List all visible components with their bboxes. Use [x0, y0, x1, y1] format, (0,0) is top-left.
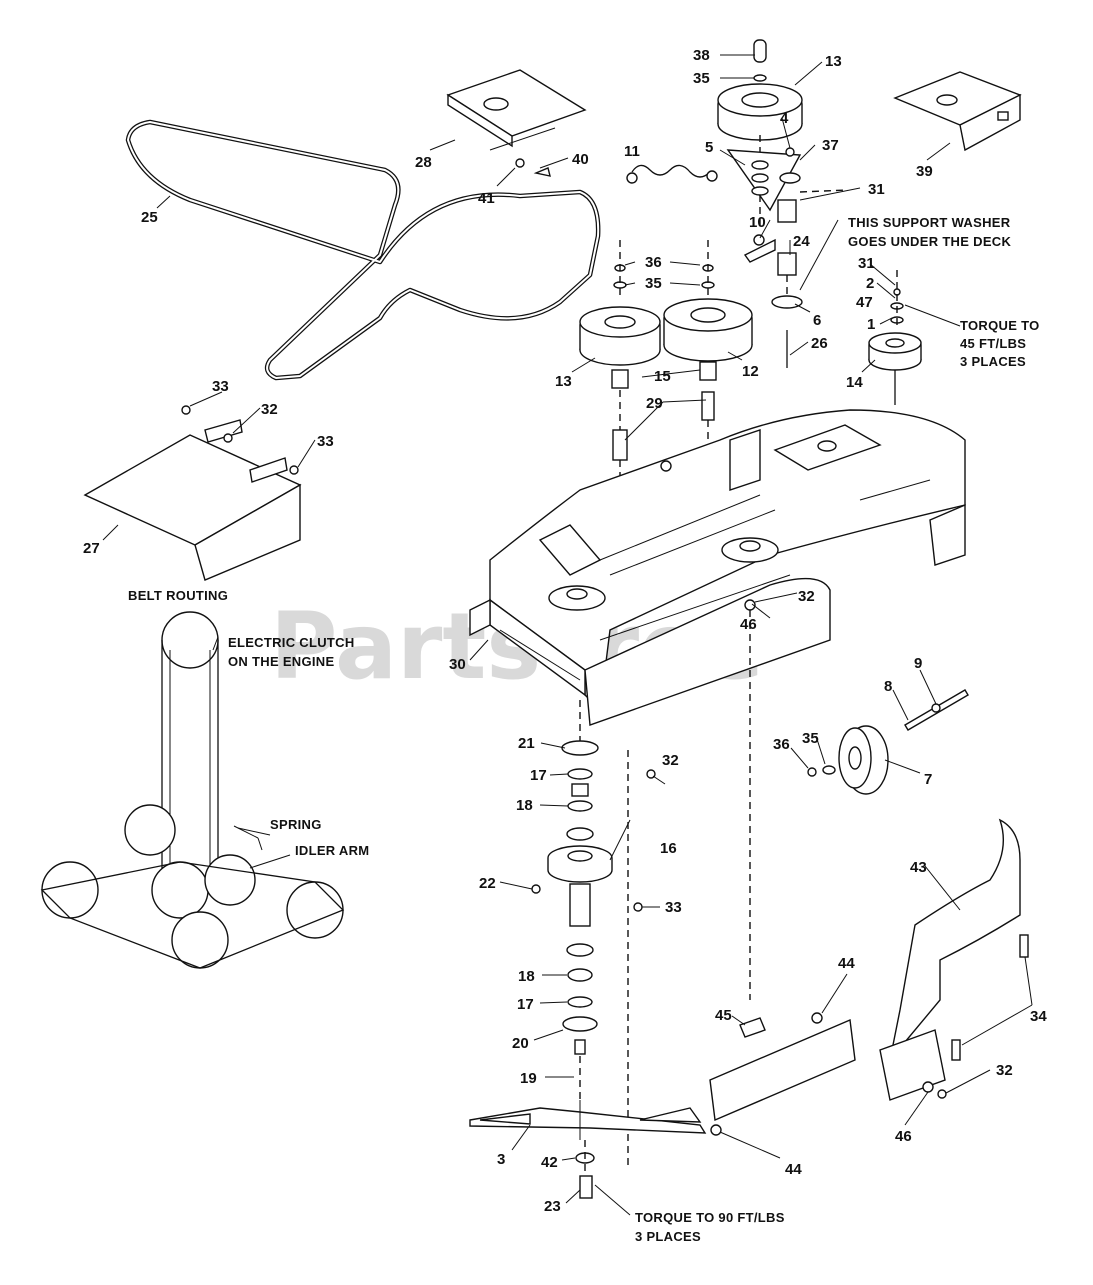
callout-31-lower: 31	[858, 255, 875, 272]
callout-32-shield: 32	[261, 401, 278, 418]
note-belt-routing: BELT ROUTING	[128, 588, 228, 603]
callout-33-spindle: 33	[665, 899, 682, 916]
callout-41: 41	[478, 190, 495, 207]
callout-25: 25	[141, 209, 158, 226]
callout-36-wheel: 36	[773, 736, 790, 753]
callout-13-left: 13	[555, 373, 572, 390]
callout-32-chute: 32	[996, 1062, 1013, 1079]
note-torque-45-line3: 3 PLACES	[960, 354, 1026, 369]
mower-blade	[469, 1100, 707, 1199]
callout-33-shield: 33	[317, 433, 334, 450]
callout-26: 26	[811, 335, 828, 352]
callout-4: 4	[780, 110, 789, 127]
note-support-washer-line1: THIS SUPPORT WASHER	[848, 215, 1011, 230]
deck-baffle	[709, 1012, 856, 1136]
callout-36-left: 36	[645, 254, 662, 271]
callout-37: 37	[822, 137, 839, 154]
mower-deck	[469, 409, 966, 1000]
belt-cover-left	[446, 69, 587, 177]
callout-11: 11	[624, 143, 640, 160]
callout-numbers: 38 35 13 4 5 37 11 31 10 24 6 26 36 35 1…	[83, 47, 1047, 1215]
callout-18-lower: 18	[518, 968, 535, 985]
callout-1: 1	[867, 316, 875, 333]
belt-shield	[83, 405, 302, 581]
note-torque-45-line2: 45 FT/LBS	[960, 336, 1026, 351]
callout-44-upper: 44	[838, 955, 855, 972]
callout-44-lower: 44	[785, 1161, 802, 1178]
callout-27: 27	[83, 540, 100, 557]
callout-45: 45	[715, 1007, 732, 1024]
callout-47: 47	[856, 294, 873, 311]
callout-10: 10	[749, 214, 766, 231]
callout-31-upper: 31	[868, 181, 885, 198]
leader-lines	[102, 54, 1033, 1216]
callout-40: 40	[572, 151, 589, 168]
callout-30: 30	[449, 656, 466, 673]
callout-3: 3	[497, 1151, 505, 1168]
note-idler-arm: IDLER ARM	[295, 843, 369, 858]
callout-14: 14	[846, 374, 863, 391]
callout-32-spindle: 32	[662, 752, 679, 769]
callout-38: 38	[693, 47, 710, 64]
callout-46-chute: 46	[895, 1128, 912, 1145]
spindle-pulley-left	[579, 240, 661, 510]
callout-28: 28	[415, 154, 432, 171]
note-electric-clutch-line2: ON THE ENGINE	[228, 654, 334, 669]
callout-34: 34	[1030, 1008, 1047, 1025]
callout-33-top: 33	[212, 378, 229, 395]
callout-39: 39	[916, 163, 933, 180]
callout-20: 20	[512, 1035, 529, 1052]
annotation-notes: THIS SUPPORT WASHER GOES UNDER THE DECK …	[128, 215, 1040, 1244]
callout-46-deck: 46	[740, 616, 757, 633]
discharge-chute	[879, 818, 1029, 1101]
callout-29: 29	[646, 395, 663, 412]
callout-8: 8	[884, 678, 892, 695]
spindle-assembly	[531, 700, 656, 1170]
callout-6: 6	[813, 312, 821, 329]
callout-7: 7	[924, 771, 932, 788]
callout-5: 5	[705, 139, 713, 156]
callout-42: 42	[541, 1154, 558, 1171]
callout-23: 23	[544, 1198, 561, 1215]
idler-pulley-top	[717, 39, 803, 230]
idler-spring	[626, 164, 718, 184]
callout-16: 16	[660, 840, 677, 857]
note-torque-90-line2: 3 PLACES	[635, 1229, 701, 1244]
callout-15: 15	[654, 368, 671, 385]
callout-18-upper: 18	[516, 797, 533, 814]
belt-cover-right	[893, 71, 1022, 152]
note-torque-90-line1: TORQUE TO 90 FT/LBS	[635, 1210, 785, 1225]
drive-belt	[125, 119, 601, 381]
note-support-washer-line2: GOES UNDER THE DECK	[848, 234, 1011, 249]
note-electric-clutch-line1: ELECTRIC CLUTCH	[228, 635, 355, 650]
callout-35-wheel: 35	[802, 730, 819, 747]
callout-21: 21	[518, 735, 535, 752]
callout-13-top: 13	[825, 53, 842, 70]
callout-35-left: 35	[645, 275, 662, 292]
gauge-wheel	[807, 689, 969, 795]
callout-22: 22	[479, 875, 496, 892]
callout-12: 12	[742, 363, 759, 380]
belt-routing-schematic	[40, 611, 345, 969]
callout-43: 43	[910, 859, 927, 876]
callout-35-top: 35	[693, 70, 710, 87]
note-torque-45-line1: TORQUE TO	[960, 318, 1040, 333]
callout-19: 19	[520, 1070, 537, 1087]
callout-24: 24	[793, 233, 810, 250]
note-spring: SPRING	[270, 817, 322, 832]
callout-17-upper: 17	[530, 767, 547, 784]
callout-17-lower: 17	[517, 996, 534, 1013]
callout-9: 9	[914, 655, 922, 672]
callout-32-deck: 32	[798, 588, 815, 605]
idler-pulley-right	[868, 270, 922, 405]
idler-arm-bracket	[726, 147, 849, 368]
callout-2: 2	[866, 275, 874, 292]
